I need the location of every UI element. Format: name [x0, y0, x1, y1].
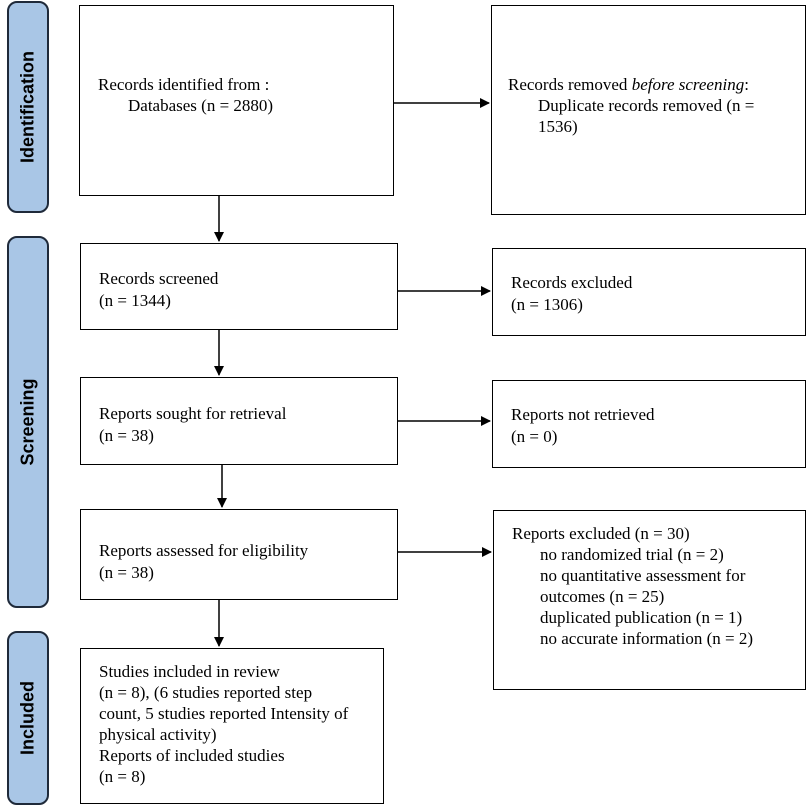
studies-included-line: Studies included in review	[99, 662, 280, 681]
reports-excluded-box: Reports excluded (n = 30) no randomized …	[493, 510, 806, 690]
reports-not-retrieved-box: Reports not retrieved (n = 0)	[492, 380, 806, 468]
records-screened-box: Records screened (n = 1344)	[80, 243, 398, 330]
reports-assessed-count: (n = 38)	[99, 563, 154, 582]
records-screened-count: (n = 1344)	[99, 291, 171, 310]
studies-included-box: Studies included in review (n = 8), (6 s…	[80, 648, 384, 804]
records-excluded-label: Records excluded	[511, 273, 633, 292]
records-removed-label: Records removed before screening:	[508, 75, 749, 94]
studies-included-line: (n = 8), (6 studies reported step	[99, 683, 313, 702]
exclusion-reason: no accurate information (n = 2)	[540, 629, 754, 648]
reports-excluded-label: Reports excluded (n = 30)	[512, 524, 690, 543]
reports-sought-count: (n = 38)	[99, 426, 154, 445]
records-identified-label: Records identified from :	[98, 75, 270, 94]
studies-included-line: physical activity)	[99, 725, 217, 744]
records-excluded-box: Records excluded (n = 1306)	[492, 248, 806, 336]
reports-sought-box: Reports sought for retrieval (n = 38)	[80, 377, 398, 465]
reports-not-retrieved-label: Reports not retrieved	[511, 405, 655, 424]
records-removed-box: Records removed before screening: Duplic…	[491, 5, 806, 215]
studies-included-line: Reports of included studies	[99, 746, 285, 765]
duplicate-records-removed: Duplicate records removed (n =	[538, 96, 755, 115]
records-identified-count: Databases (n = 2880)	[128, 96, 274, 115]
reports-assessed-label: Reports assessed for eligibility	[99, 541, 309, 560]
reports-not-retrieved-count: (n = 0)	[511, 427, 558, 446]
reports-assessed-box: Reports assessed for eligibility (n = 38…	[80, 509, 398, 600]
exclusion-reason: duplicated publication (n = 1)	[540, 608, 743, 627]
phase-included: Included	[7, 631, 49, 805]
exclusion-reason: outcomes (n = 25)	[540, 587, 665, 606]
studies-included-line: count, 5 studies reported Intensity of	[99, 704, 349, 723]
phase-identification: Identification	[7, 1, 49, 213]
records-screened-label: Records screened	[99, 269, 219, 288]
phase-screening: Screening	[7, 236, 49, 608]
reports-sought-label: Reports sought for retrieval	[99, 404, 287, 423]
duplicate-records-count: 1536)	[538, 117, 578, 136]
records-identified-box: Records identified from : Databases (n =…	[79, 5, 394, 196]
studies-included-line: (n = 8)	[99, 767, 146, 786]
exclusion-reason: no randomized trial (n = 2)	[540, 545, 724, 564]
exclusion-reason: no quantitative assessment for	[540, 566, 746, 585]
records-excluded-count: (n = 1306)	[511, 295, 583, 314]
